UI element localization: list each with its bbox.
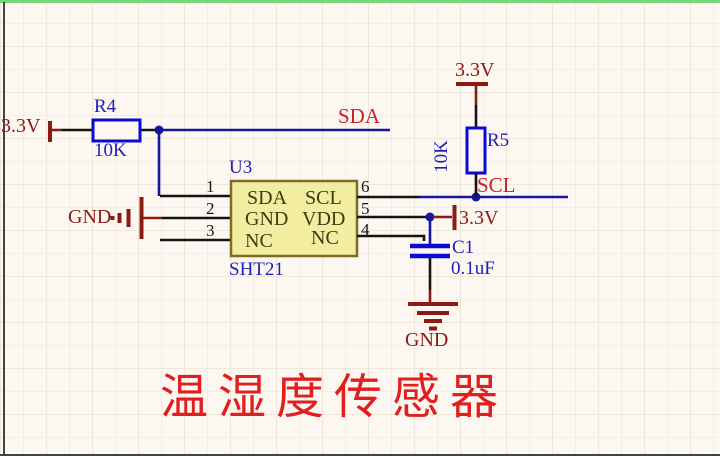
r5-designator[interactable]: R5 bbox=[487, 130, 510, 151]
sheet-border-bottom bbox=[0, 454, 720, 456]
u3-pin3-number: 3 bbox=[206, 221, 215, 240]
r5-body[interactable] bbox=[465, 126, 487, 175]
sheet-border-top bbox=[0, 0, 720, 3]
u3-pin6-number: 6 bbox=[361, 177, 370, 196]
u3-pinname-nc-left: NC bbox=[245, 230, 273, 252]
u3-pin4-line[interactable] bbox=[357, 234, 426, 241]
u3-pinname-nc-right: NC bbox=[311, 227, 339, 249]
u3-pin4-number: 4 bbox=[361, 220, 370, 239]
u3-value[interactable]: SHT21 bbox=[229, 259, 284, 280]
r5-value[interactable]: 10K bbox=[431, 140, 452, 173]
net-label-sda[interactable]: SDA bbox=[338, 104, 381, 128]
power-label-gnd-left[interactable]: GND bbox=[68, 206, 112, 228]
u3-pinname-vdd: VDD bbox=[302, 208, 346, 230]
u3-pin1-number: 1 bbox=[206, 177, 215, 196]
u3-pinname-sda: SDA bbox=[247, 187, 288, 209]
power-label-3v3-top[interactable]: 3.3V bbox=[455, 59, 495, 81]
u3-designator[interactable]: U3 bbox=[229, 157, 253, 178]
power-port-3v3-mid[interactable] bbox=[433, 205, 457, 230]
c1-body[interactable] bbox=[410, 243, 450, 259]
power-port-gnd-left[interactable] bbox=[110, 197, 163, 239]
c1-value[interactable]: 0.1uF bbox=[451, 258, 495, 279]
r4-designator[interactable]: R4 bbox=[94, 96, 117, 117]
power-port-3v3-top[interactable] bbox=[456, 82, 488, 105]
u3-body[interactable] bbox=[229, 179, 359, 258]
net-label-scl[interactable]: SCL bbox=[477, 173, 516, 197]
power-port-gnd-bottom[interactable] bbox=[408, 290, 458, 331]
u3-pinname-scl: SCL bbox=[305, 187, 342, 209]
u3-pinname-gnd: GND bbox=[245, 208, 289, 230]
u3-pin5-number: 5 bbox=[361, 199, 370, 218]
sheet-border-left bbox=[3, 2, 5, 456]
power-label-3v3-mid[interactable]: 3.3V bbox=[459, 207, 499, 229]
junction-dot-sda bbox=[154, 125, 164, 135]
r4-value[interactable]: 10K bbox=[94, 140, 127, 161]
power-label-3v3-left[interactable]: 3.3V bbox=[1, 115, 41, 137]
r4-body[interactable] bbox=[91, 118, 142, 143]
power-port-3v3-left[interactable] bbox=[48, 121, 62, 142]
power-label-gnd-bottom[interactable]: GND bbox=[405, 329, 449, 351]
c1-designator[interactable]: C1 bbox=[452, 237, 475, 258]
schematic-caption: 温湿度传感器 bbox=[160, 371, 509, 424]
u3-pin2-number: 2 bbox=[206, 199, 215, 218]
